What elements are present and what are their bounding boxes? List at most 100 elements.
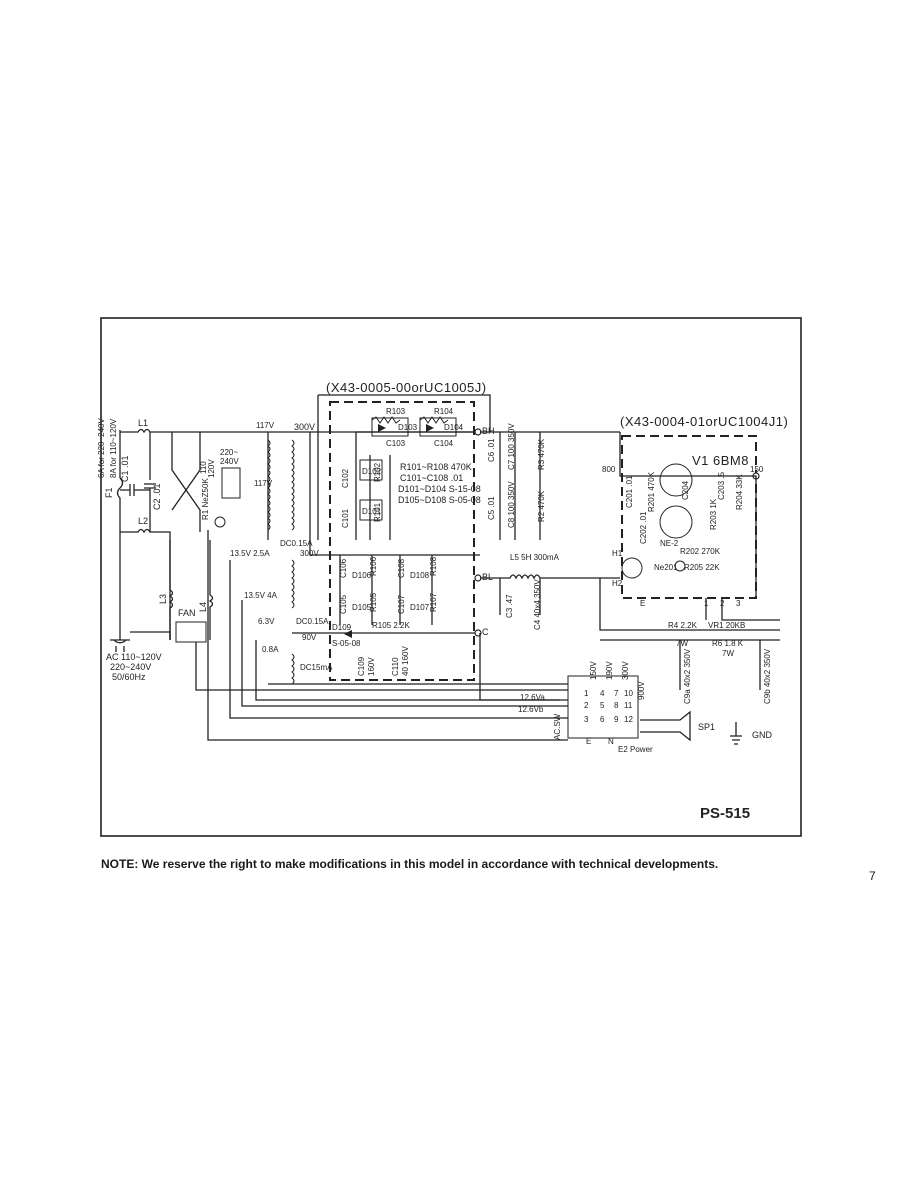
page-number: 7 — [869, 869, 876, 883]
l4-label: L4 — [198, 602, 208, 612]
filter-section: C6 .01 C7 100 350V R3 470K C5 .01 C8 100… — [479, 423, 620, 701]
c110-label: C110 — [391, 657, 400, 676]
c203-label: C203 .5 — [717, 471, 726, 500]
c-node-label: C — [482, 627, 489, 637]
h2-label: H2 — [612, 579, 623, 588]
fan-box — [175, 621, 207, 643]
r104-label: R104 — [434, 407, 454, 416]
c4-label: C4 40x4 350V — [533, 579, 542, 630]
d109-label: D109 — [332, 623, 352, 632]
d109-type-label: S-05-08 — [332, 639, 361, 648]
pin12-t: 12 — [624, 715, 633, 724]
schematic-frame — [100, 317, 802, 837]
d103-box — [371, 417, 409, 437]
d102-box — [359, 459, 383, 481]
lv-secondary-coil — [291, 559, 295, 609]
l2-label: L2 — [138, 516, 148, 526]
c6-label: C6 .01 — [487, 438, 496, 462]
c106-label: C106 — [339, 558, 348, 578]
vr1-label: VR1 20KB — [708, 621, 745, 630]
h1-label: H1 — [612, 549, 623, 558]
d103-label: D103 — [398, 423, 418, 432]
l4-coil — [208, 540, 214, 640]
v90-label: 90V — [302, 633, 317, 642]
f1-label: F1 — [104, 487, 114, 498]
power-transformer: 117V 300V DC0.15A 300V 13.5V 2.5A 13.5V … — [230, 421, 480, 685]
r4-watt-label: 7W — [676, 639, 688, 648]
fuse-rating-220: 6A for 220~240V — [97, 418, 106, 478]
pin10-t: 10 — [624, 689, 633, 698]
c201-label: C201 .01 — [625, 475, 634, 508]
c109-label: C109 — [357, 656, 366, 676]
r1-label: R1 NeZ50K — [201, 478, 210, 520]
fuse-f1-symbol — [116, 430, 124, 640]
meter-symbol — [621, 557, 643, 579]
voltage-selector-switch — [171, 432, 201, 532]
pin2-t: 2 — [584, 701, 589, 710]
ne201-lamp — [674, 560, 686, 572]
c9b-label: C9b 40x2 350V — [763, 648, 772, 704]
pin8-t: 8 — [614, 701, 619, 710]
v1-tube-top — [659, 463, 693, 497]
te-label: E — [586, 737, 591, 746]
c3-label: C3 .47 — [505, 594, 514, 618]
pin6-t: 6 — [600, 715, 605, 724]
v1-label: V1 6BM8 — [692, 453, 749, 468]
rectifier-board: (X43-0005-00orUC1005J) R103 R104 D103 D1… — [317, 380, 495, 681]
v135-25-label: 13.5V 2.5A — [230, 549, 270, 558]
v126b-label: 12.6Vb — [518, 705, 544, 714]
tap-240-label: 240V — [220, 457, 239, 466]
tap-110-label: 110 — [199, 461, 208, 474]
heater-coil — [291, 653, 295, 685]
tv300-label: 300V — [621, 661, 630, 680]
board-left-outline — [329, 401, 475, 681]
d102-label: D102 — [362, 467, 382, 476]
spec-line-2: C101~C108 .01 — [400, 473, 463, 483]
board-right-label: (X43-0004-01orUC1004J1) — [620, 414, 788, 429]
stack-lower-lines — [339, 555, 433, 625]
board-left-label: (X43-0005-00orUC1005J) — [326, 380, 487, 395]
r204-label: R204 33K — [735, 474, 744, 510]
d109-diode — [344, 630, 352, 638]
d108-label: D108 — [410, 571, 430, 580]
ne201-label: Ne201 — [654, 563, 678, 572]
pin9-t: 9 — [614, 715, 619, 724]
d106-label: D106 — [352, 571, 372, 580]
l1-label: L1 — [138, 418, 148, 428]
c7-label: C7 100 350V — [507, 423, 516, 470]
v1-tube-bottom — [659, 505, 693, 539]
pin4-t: 4 — [600, 689, 605, 698]
model-label: PS-515 — [700, 805, 750, 822]
tap-117-label-a: 117V — [256, 421, 275, 430]
c204-label: C204 — [681, 480, 690, 500]
r202-label: R202 270K — [680, 547, 721, 556]
tap-117-label-b: 117V — [254, 479, 273, 488]
l5-label: L5 5H 300mA — [510, 553, 560, 562]
d107-label: D107 — [410, 603, 430, 612]
bh-label: BH — [482, 426, 495, 436]
tv190-label: 190V — [605, 661, 614, 680]
e2-label: E2 Power — [618, 745, 653, 754]
footnote: NOTE: We reserve the right to make modif… — [101, 857, 719, 871]
terminal-board-outline — [567, 675, 639, 739]
c107-label: C107 — [397, 594, 406, 614]
c8-label: C8 100 350V — [507, 481, 516, 528]
r3-label: R3 470K — [537, 438, 546, 470]
sp1-label: SP1 — [698, 722, 715, 732]
l3-coil — [168, 540, 174, 640]
v150-label: 150 — [750, 465, 764, 474]
line-in-label-1: AC 110~120V — [106, 652, 162, 662]
e-label: E — [640, 599, 645, 608]
filter-wiring — [479, 431, 620, 701]
plug-ground-line — [130, 631, 171, 640]
r2-label: R2 470K — [537, 490, 546, 522]
v63-label: 6.3V — [258, 617, 275, 626]
r106-label: R106 — [369, 556, 378, 576]
ne2-label: NE-2 — [660, 539, 679, 548]
c101-label: C101 — [341, 508, 350, 528]
dc015a-label-1: DC0.15A — [280, 539, 313, 548]
c9a-label: C9a 40x2 350V — [683, 648, 692, 704]
c110-value-label: 40 160V — [401, 646, 410, 676]
pin3-label: 3 — [736, 599, 741, 608]
